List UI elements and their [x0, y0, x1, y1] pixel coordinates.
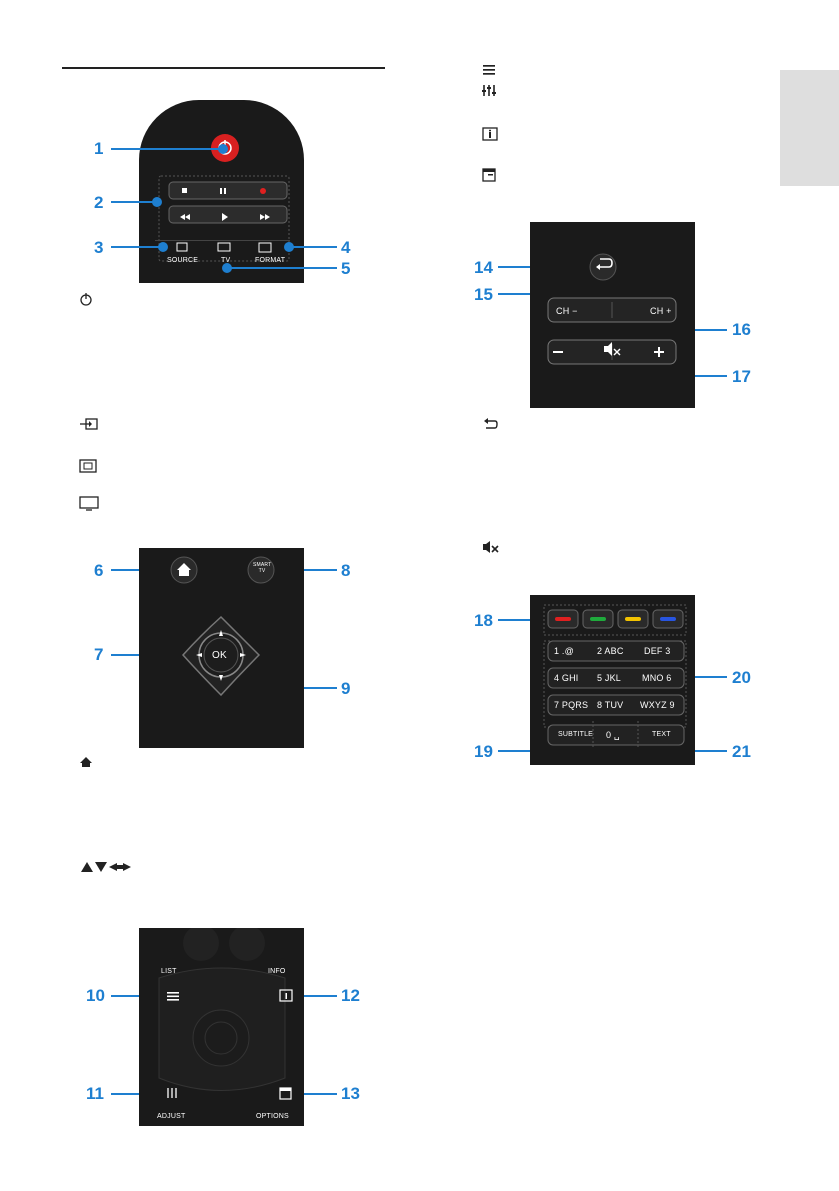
back-icon [484, 418, 498, 429]
callout-4: 4 [341, 238, 351, 257]
callout-6: 6 [94, 561, 104, 580]
callout-17: 17 [732, 367, 751, 386]
callout-9: 9 [341, 679, 351, 698]
adjust-label: ADJUST [157, 1113, 186, 1120]
tv-icon [79, 496, 99, 511]
list-label: LIST [161, 968, 177, 975]
ch-plus-label: CH + [650, 306, 672, 316]
key-3: DEF 3 [644, 646, 671, 656]
callout-5: 5 [341, 259, 351, 278]
callout-14: 14 [474, 258, 493, 277]
key-2: 2 ABC [597, 646, 624, 656]
callout-2: 2 [94, 193, 104, 212]
adjust-icon [482, 85, 496, 96]
remote-figure-keypad: 1 .@ 2 ABC DEF 3 4 GHI 5 JKL MNO 6 7 PQR… [530, 595, 695, 765]
source-label: SOURCE [167, 257, 199, 264]
format-label: FORMAT [255, 257, 286, 264]
key-7: 7 PQRS [554, 700, 589, 710]
format-icon [79, 459, 97, 473]
key-0: 0 ␣ [606, 730, 620, 740]
key-8: 8 TUV [597, 700, 624, 710]
tv-label: TV [221, 257, 231, 264]
remote-figure-volume: CH − CH + [530, 222, 695, 408]
callout-20: 20 [732, 668, 751, 687]
subtitle-label: SUBTITLE [558, 731, 594, 738]
callout-8: 8 [341, 561, 351, 580]
callout-11: 11 [86, 1084, 104, 1103]
info-label: INFO [268, 968, 286, 975]
callout-13: 13 [341, 1084, 360, 1103]
callout-18: 18 [474, 611, 493, 630]
text-label: TEXT [652, 731, 671, 738]
callout-15: 15 [474, 285, 493, 304]
remote-figure-menus: LIST INFO ADJUST OPTIONS [139, 928, 304, 1126]
mute-icon [483, 541, 499, 553]
key-1: 1 .@ [554, 646, 574, 656]
header-rule [62, 67, 385, 69]
arrows-icon [81, 862, 131, 872]
side-tab [780, 70, 839, 186]
options-icon [482, 168, 496, 182]
key-5: 5 JKL [597, 673, 622, 683]
key-4: 4 GHI [554, 673, 579, 683]
list-icon [483, 65, 495, 75]
remote-figure-navigation: OK SMART TV [139, 548, 304, 748]
ch-minus-label: CH − [556, 306, 578, 316]
info-icon [482, 127, 498, 141]
key-9: WXYZ 9 [640, 700, 675, 710]
smart-tv-label: SMART TV [253, 562, 272, 574]
callout-1: 1 [94, 139, 104, 158]
key-6: MNO 6 [642, 673, 672, 683]
callout-16: 16 [732, 320, 751, 339]
callout-21: 21 [732, 742, 751, 761]
options-label: OPTIONS [256, 1113, 289, 1120]
callout-7: 7 [94, 645, 104, 664]
power-icon [80, 293, 92, 306]
callout-12: 12 [341, 986, 360, 1005]
callout-3: 3 [94, 238, 104, 257]
remote-figure-top: SOURCE TV FORMAT [139, 100, 304, 283]
source-icon [80, 418, 98, 430]
callout-10: 10 [86, 986, 105, 1005]
home-icon [80, 757, 92, 767]
ok-label: OK [212, 650, 227, 661]
callout-19: 19 [474, 742, 493, 761]
